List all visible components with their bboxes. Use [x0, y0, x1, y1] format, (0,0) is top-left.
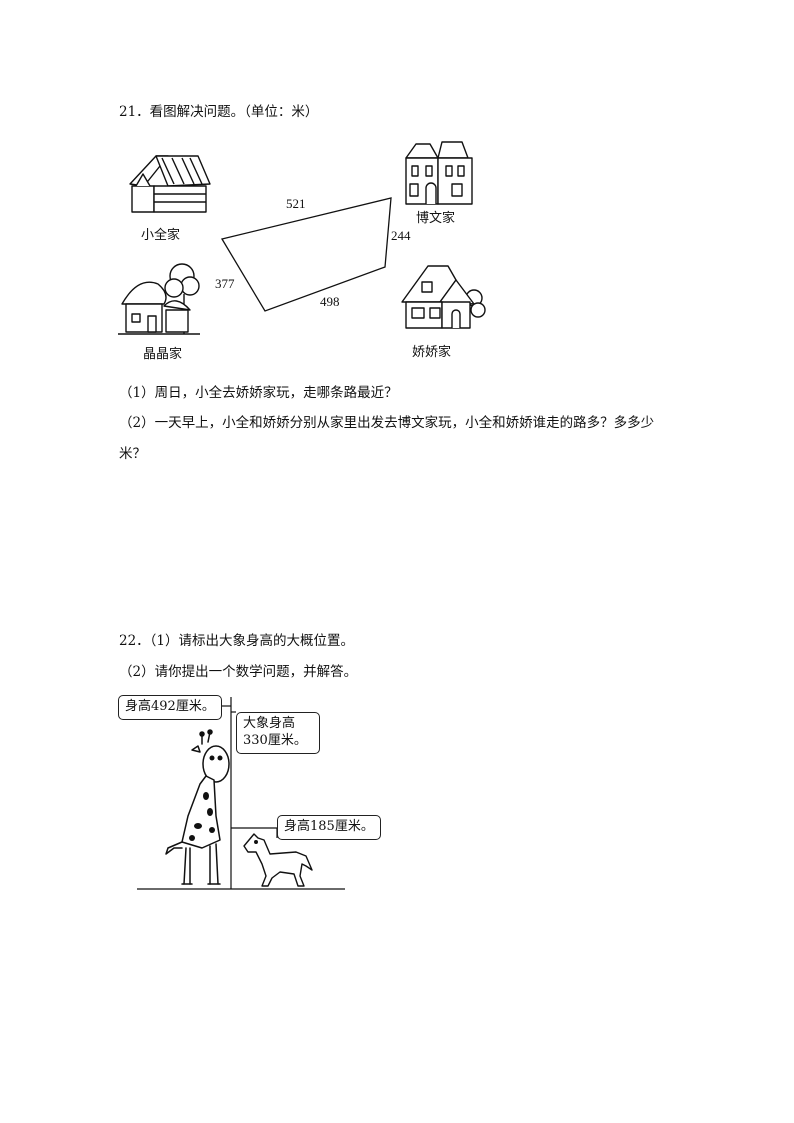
log-cabin-house-icon — [129, 155, 211, 213]
xiaoquan-home-label: 小全家 — [141, 228, 181, 243]
giraffe-height-label: 身高492厘米。 — [125, 699, 215, 714]
bowen-home-label: 博文家 — [416, 211, 456, 226]
q21-part1: （1）周日，小全去娇娇家玩，走哪条路最近？ — [119, 385, 398, 401]
route-map — [220, 197, 392, 312]
horse-icon — [243, 833, 313, 887]
mushroom-house-icon — [118, 263, 200, 335]
elephant-height-label-line2: 330厘米。 — [243, 732, 307, 748]
q22-part2: （2）请你提出一个数学问题，并解答。 — [119, 664, 358, 680]
horse-height-label: 身高185厘米。 — [284, 819, 374, 834]
distance-right: 244 — [391, 228, 411, 243]
q21-title: 21．看图解决问题。（单位：米） — [119, 104, 319, 120]
q22-part1: 22．（1）请标出大象身高的大概位置。 — [119, 633, 355, 649]
victorian-house-icon — [405, 141, 473, 205]
q21-part2-line1: （2）一天早上，小全和娇娇分别从家里出发去博文家玩，小全和娇娇谁走的路多？多多少 — [119, 415, 655, 431]
elephant-height-bubble: 大象身高 330厘米。 — [236, 712, 320, 754]
horse-height-bubble: 身高185厘米。 — [277, 815, 381, 840]
distance-top: 521 — [286, 196, 306, 211]
jiaojiao-home-label: 娇娇家 — [412, 345, 452, 360]
giraffe-height-bubble: 身高492厘米。 — [118, 695, 222, 720]
elephant-height-label-line1: 大象身高 — [243, 716, 296, 731]
giraffe-icon — [165, 729, 230, 885]
jingjing-home-label: 晶晶家 — [143, 347, 183, 362]
distance-left: 377 — [215, 276, 235, 291]
cottage-house-icon — [401, 265, 486, 329]
distance-bottom: 498 — [320, 294, 340, 309]
q21-part2-line2: 米？ — [119, 446, 146, 462]
